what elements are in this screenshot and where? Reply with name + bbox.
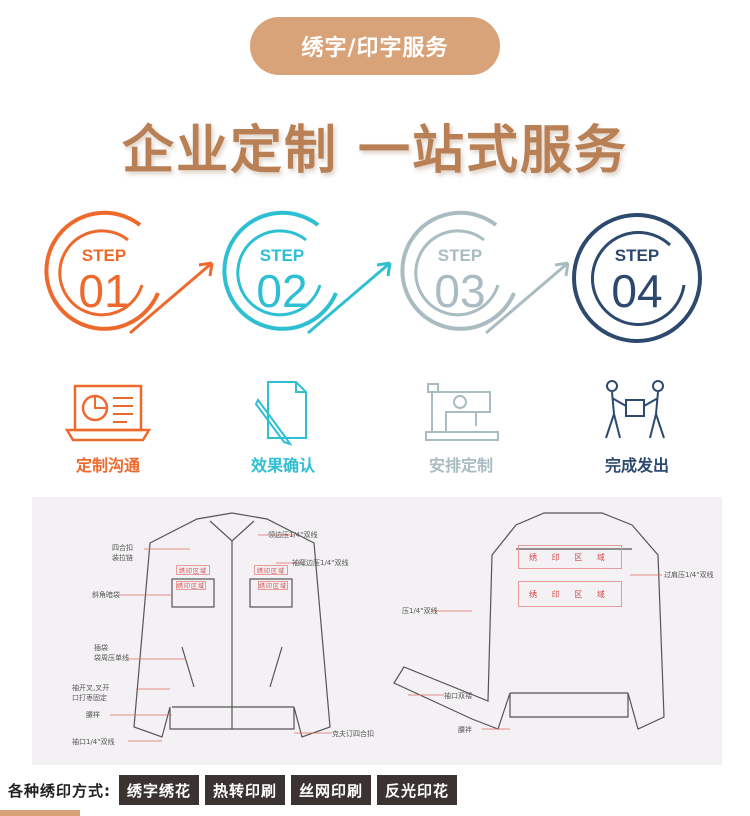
callout-waist-tab: 腰样 [86,711,100,719]
service-banner: 绣字/印字服务 [250,17,500,75]
callout-insert-pocket: 插袋 [94,644,108,652]
callout-slant-pocket: 斜角暗袋 [92,591,120,599]
step-4-word: STEP [615,246,659,265]
callout-cuff-stitch: 袖口1/4"双线 [72,738,115,746]
step-1-circle [44,210,160,331]
step-4-label: 完成发出 [604,456,669,475]
page-headline: 企业定制 一站式服务 [121,121,629,181]
step-3-number: 03 [434,265,485,317]
back-zone-upper: 绣 印 区 域 [518,545,622,569]
callout-back-waist-tab: 腰袢 [458,726,472,734]
callout-yoke-stitch: 过肩压1/4"双线 [664,571,714,579]
callout-zipper: 装拉链 [112,554,133,562]
front-zone-left-chest: 绣印区域 [176,565,210,575]
step-2-circle [222,210,338,331]
step-4-number: 04 [611,265,662,317]
callout-double-stitch: 压1/4"双线 [402,607,438,615]
back-zone-lower: 绣 印 区 域 [518,581,622,607]
print-methods-label: 各种绣印方式: [8,781,111,800]
method-reflective-print: 反光印花 [377,775,458,805]
callout-cuff-pleat: 袖口双褶 [444,692,472,700]
laptop-chart-icon [63,378,153,448]
step-3-label: 安排定制 [428,456,493,475]
step-2-word: STEP [260,246,304,265]
front-zone-right-chest: 绣印区域 [254,565,288,575]
callout-bartack: 口打枣固定 [72,694,107,702]
callout-armhole-stitch: 袖窿边压1/4"双线 [292,559,349,567]
arrow-1-icon [129,261,213,335]
step-2-number: 02 [256,265,307,317]
step-2-label: 效果确认 [250,456,315,475]
step-1-word: STEP [82,246,126,265]
arrow-2-icon [307,261,391,335]
service-banner-label: 绣字/印字服务 [301,36,449,61]
back-jacket-icon [393,512,665,730]
callout-cuff-slit: 袖开叉,叉开 [72,684,110,692]
method-embroidery: 绣字绣花 [119,775,200,805]
callout-pocket-stitch: 袋周压单线 [94,654,129,662]
step-3-circle [400,210,516,331]
front-zone-left-pocket: 绣印区域 [176,581,206,590]
callout-collar-stitch: 领边压1/4"双线 [268,531,318,539]
arrow-3-icon [485,261,569,335]
step-1-number: 01 [78,265,129,317]
step-1-label: 定制沟通 [75,456,140,475]
steps-row: STEP 01 STEP 02 STEP 03 STEP 04 [0,205,750,355]
document-pen-icon [238,378,328,448]
step-4-circle [572,213,702,343]
steps-graphic: STEP 01 STEP 02 STEP 03 STEP 04 [44,210,702,343]
bottom-accent-bar [0,810,80,816]
sewing-machine-icon [416,378,506,448]
method-heat-transfer: 热转印刷 [205,775,286,805]
jacket-spec-diagram: 四合扣 装拉链 领边压1/4"双线 袖窿边压1/4"双线 斜角暗袋 插袋 袋周压… [32,497,722,765]
front-zone-right-pocket: 绣印区域 [258,581,288,590]
callout-cuff-snap: 克夫订四合扣 [332,730,374,738]
callout-snap-button: 四合扣 [112,544,133,552]
front-jacket-icon [133,512,331,738]
step-3-word: STEP [438,246,482,265]
method-screen-print: 丝网印刷 [291,775,372,805]
print-methods-bar: 各种绣印方式: 绣字绣花 热转印刷 丝网印刷 反光印花 [0,774,750,806]
delivery-people-icon [592,378,682,448]
